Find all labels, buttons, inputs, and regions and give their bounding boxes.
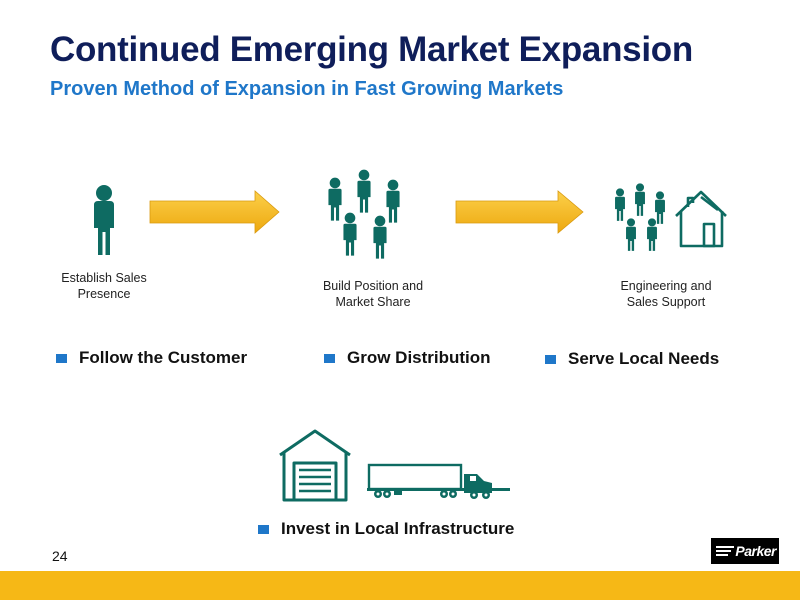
truck-icon — [367, 463, 510, 499]
person-icon — [94, 185, 114, 255]
bullet-square-icon — [56, 353, 67, 363]
bullet-text: Invest in Local Infrastructure — [281, 519, 515, 538]
bullet-invest-infrastructure: Invest in Local Infrastructure — [258, 519, 514, 539]
bullet-square-icon — [258, 524, 269, 534]
page-number: 24 — [52, 548, 68, 564]
arrow-right-icon — [455, 190, 584, 234]
arrow-right-icon — [149, 190, 280, 234]
footer-bar — [0, 571, 800, 600]
slide-title: Continued Emerging Market Expansion — [50, 30, 693, 69]
team-house-icon — [615, 183, 727, 251]
bullet-square-icon — [324, 353, 335, 363]
stage-caption-build: Build Position and Market Share — [322, 279, 424, 309]
bullet-square-icon — [545, 354, 556, 364]
infrastructure-graphic — [279, 429, 510, 502]
bullet-text: Serve Local Needs — [568, 349, 720, 368]
group-icon — [328, 169, 400, 259]
bullet-serve-local-needs: Serve Local Needs — [545, 349, 719, 369]
parker-logo: Parker — [711, 538, 779, 564]
bullet-text: Follow the Customer — [79, 348, 248, 367]
slide-subtitle: Proven Method of Expansion in Fast Growi… — [50, 78, 564, 100]
warehouse-icon — [279, 429, 351, 502]
bullet-follow-customer: Follow the Customer — [56, 348, 247, 368]
logo-text: Parker — [735, 543, 776, 559]
stage-caption-engineering: Engineering and Sales Support — [620, 279, 712, 309]
bullet-grow-distribution: Grow Distribution — [324, 348, 491, 368]
logo-stripes-icon — [716, 546, 734, 558]
stage-caption-establish: Establish Sales Presence — [61, 271, 147, 301]
bullet-text: Grow Distribution — [347, 348, 491, 367]
